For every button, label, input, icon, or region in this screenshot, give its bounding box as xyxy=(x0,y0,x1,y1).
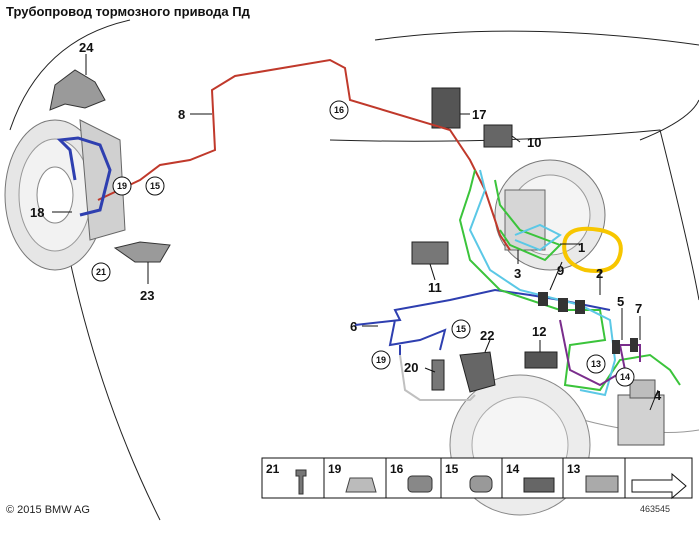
callout-24: 24 xyxy=(79,40,94,55)
page-title: Трубопровод тормозного привода Пд xyxy=(6,4,250,19)
brake-line-3b-cyan xyxy=(514,223,562,252)
control-module-17 xyxy=(431,87,461,129)
bracket-23 xyxy=(113,241,171,263)
callout-4: 4 xyxy=(654,388,662,403)
svg-text:16: 16 xyxy=(390,462,404,476)
legend-item-13: 13 xyxy=(567,462,619,493)
callout-9: 9 xyxy=(557,263,564,278)
legend-item-16: 16 xyxy=(390,462,433,493)
svg-text:19: 19 xyxy=(328,462,342,476)
holder-11 xyxy=(411,241,449,265)
abs-unit xyxy=(617,379,665,446)
brake-line-9-green xyxy=(494,179,562,262)
svg-text:19: 19 xyxy=(117,181,127,191)
legend-item-arrow xyxy=(631,472,687,500)
callout-2: 2 xyxy=(596,266,603,281)
bracket-22 xyxy=(459,351,496,393)
parts-legend: 21 19 16 15 14 13 xyxy=(261,457,693,500)
clip-icon xyxy=(345,477,377,493)
callout-3: 3 xyxy=(514,266,521,281)
svg-text:13: 13 xyxy=(567,462,581,476)
leader-lines xyxy=(52,54,659,411)
circled-callout-13: 13 xyxy=(586,354,606,374)
vehicle-outline-right xyxy=(374,30,699,141)
legend-item-21: 21 xyxy=(266,462,307,495)
brake-line-18-blue xyxy=(56,136,112,217)
svg-text:14: 14 xyxy=(620,372,630,382)
bracket-24 xyxy=(49,69,106,111)
svg-text:16: 16 xyxy=(334,105,344,115)
brake-disc-left xyxy=(4,119,126,271)
callout-1: 1 xyxy=(578,240,585,255)
circled-callout-14: 14 xyxy=(615,367,635,387)
circled-callout-15a: 15 xyxy=(145,176,165,196)
highlight-circle xyxy=(562,226,623,273)
callout-11: 11 xyxy=(428,280,442,295)
legend-item-14: 14 xyxy=(506,462,555,493)
callout-7: 7 xyxy=(635,301,642,316)
circled-callout-21: 21 xyxy=(91,262,111,282)
brake-line-3-cyan xyxy=(468,169,617,397)
clamp-icon xyxy=(469,475,493,493)
callout-10: 10 xyxy=(527,135,541,150)
svg-text:14: 14 xyxy=(506,462,520,476)
svg-text:19: 19 xyxy=(376,355,386,365)
brake-booster xyxy=(494,159,606,271)
circled-callout-19a: 19 xyxy=(112,176,132,196)
callout-17: 17 xyxy=(472,107,486,122)
callout-5: 5 xyxy=(617,294,624,309)
document-id: 463545 xyxy=(640,504,670,514)
callout-18: 18 xyxy=(30,205,44,220)
sensor-10 xyxy=(483,124,513,148)
circled-callout-15b: 15 xyxy=(451,319,471,339)
legend-item-19: 19 xyxy=(328,462,377,493)
svg-text:15: 15 xyxy=(445,462,459,476)
holder-12 xyxy=(524,351,558,369)
svg-text:15: 15 xyxy=(456,324,466,334)
holder-icon xyxy=(407,475,433,493)
multi-clip-icon xyxy=(523,477,555,493)
legend-item-15: 15 xyxy=(445,462,493,493)
clip-20 xyxy=(431,359,445,391)
svg-text:13: 13 xyxy=(591,359,601,369)
line-clamps xyxy=(538,292,638,354)
callout-20: 20 xyxy=(404,360,418,375)
vehicle-outline xyxy=(9,19,131,131)
bolt-icon xyxy=(295,469,307,495)
circled-callout-16: 16 xyxy=(329,100,349,120)
multi-holder-icon xyxy=(585,475,619,493)
svg-text:21: 21 xyxy=(96,267,106,277)
callout-23: 23 xyxy=(140,288,154,303)
callout-8: 8 xyxy=(178,107,185,122)
circled-callout-19b: 19 xyxy=(371,350,391,370)
svg-text:15: 15 xyxy=(150,181,160,191)
vehicle-outline-body xyxy=(329,129,699,301)
callout-12: 12 xyxy=(532,324,546,339)
brake-line-8-red xyxy=(97,58,511,251)
brake-line-20-grey xyxy=(399,354,476,401)
callout-22: 22 xyxy=(480,328,494,343)
direction-arrow-icon xyxy=(631,472,687,500)
copyright-notice: © 2015 BMW AG xyxy=(6,504,90,516)
svg-text:21: 21 xyxy=(266,462,280,476)
callout-6: 6 xyxy=(350,319,357,334)
